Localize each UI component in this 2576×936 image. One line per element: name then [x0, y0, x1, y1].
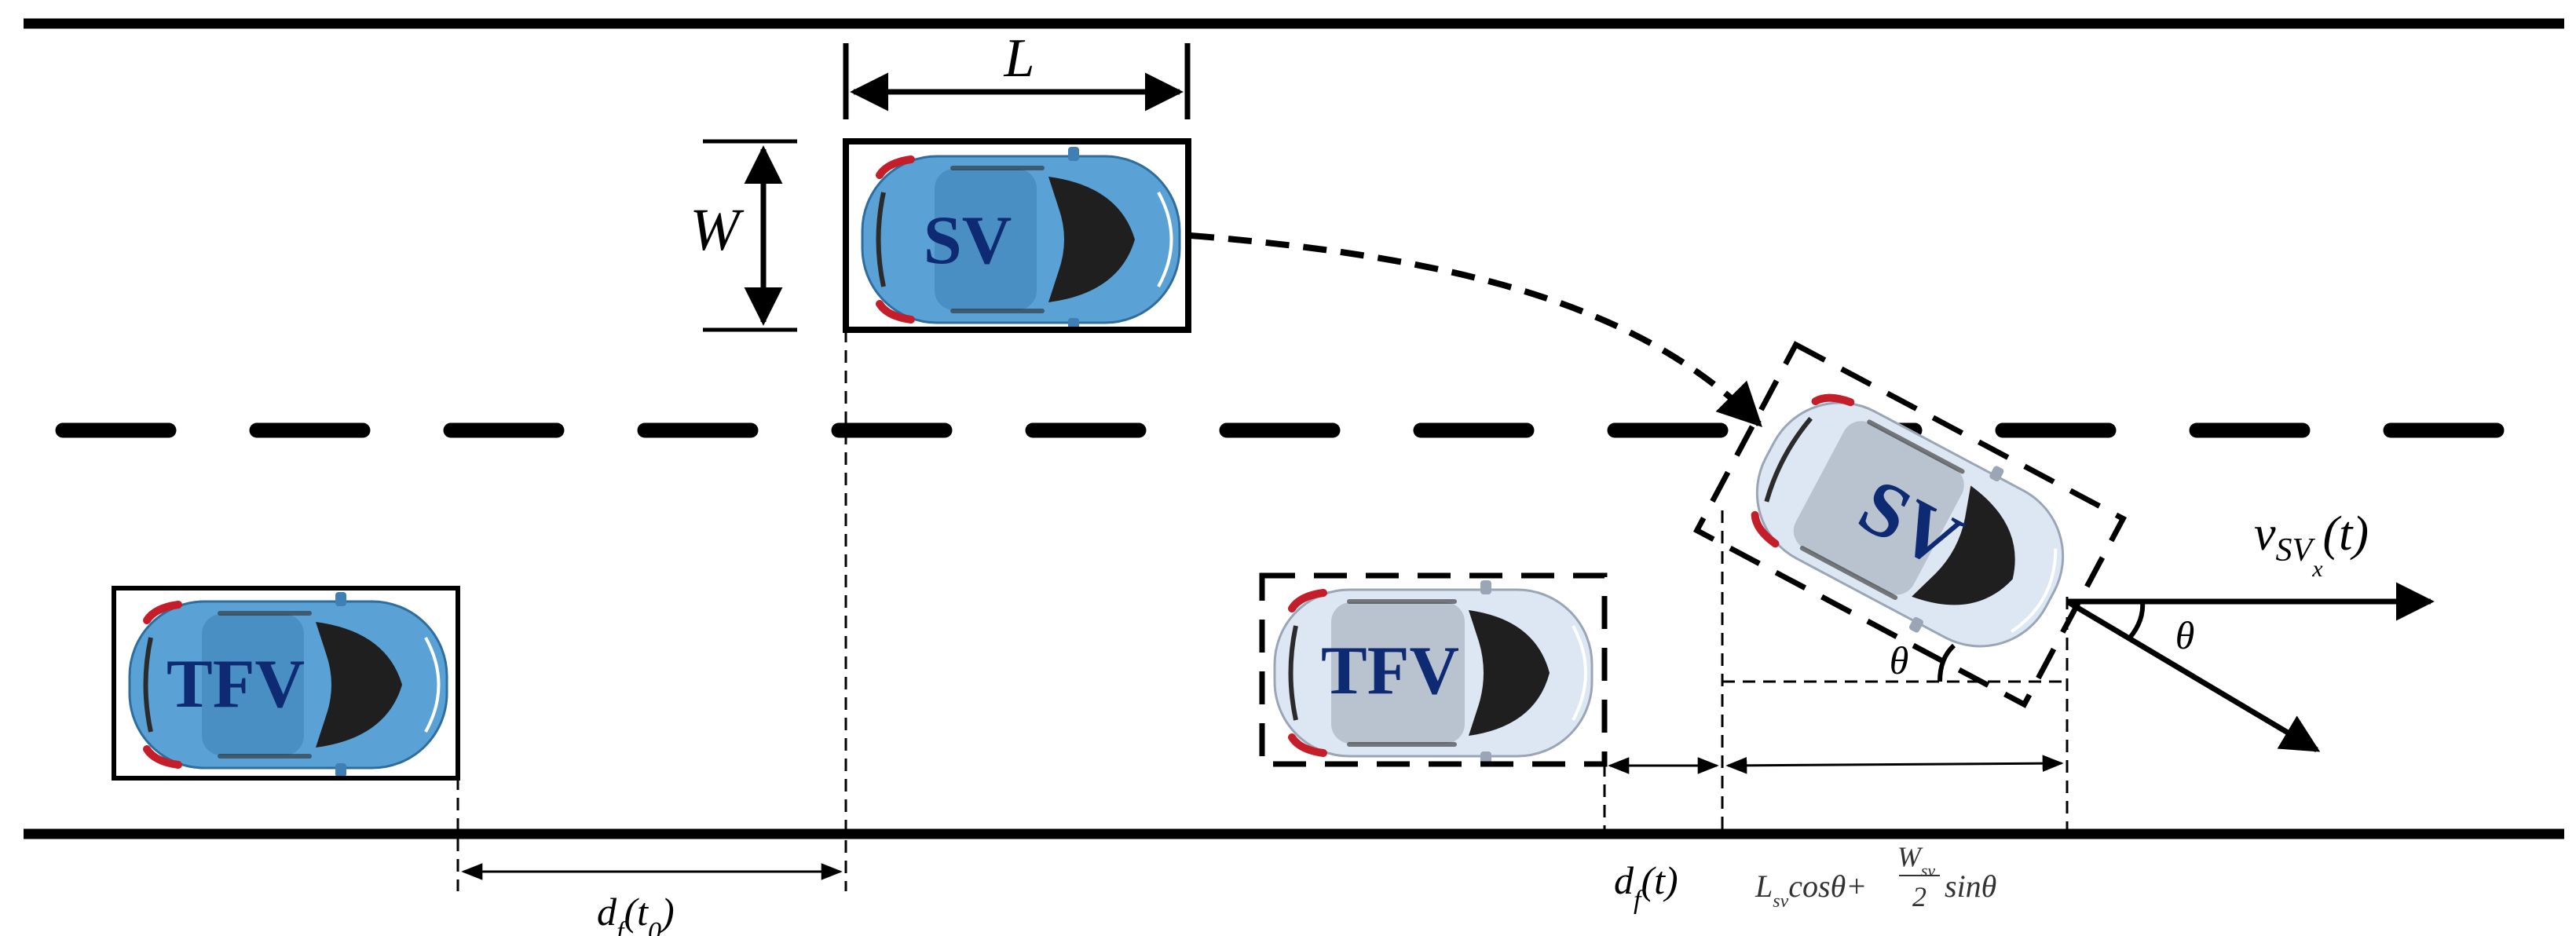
projection-formula-numerator: Wsv: [1897, 841, 1936, 880]
theta-upper-label: θ: [2175, 613, 2195, 657]
tfv-start-bounding-box: [112, 586, 460, 781]
sv-start-label: SV: [924, 203, 1012, 279]
sv-end-bounding-box: [1692, 341, 2128, 708]
sv-projection-dimension: Lsvcosθ+ Wsv 2 sinθ: [1725, 755, 2064, 912]
sv-start-vehicle: SV: [843, 138, 1191, 333]
heading-arrow: [2066, 598, 2321, 753]
heading-angle-arc: [2128, 601, 2146, 639]
projection-formula-denominator: 2: [1912, 881, 1927, 912]
sv-end-vehicle: SV: [1692, 341, 2128, 708]
tfv-end-vehicle: TFV: [1259, 572, 1608, 767]
tfv-end-bounding-box: [1259, 572, 1608, 767]
sv-start-bounding-box: [843, 138, 1191, 333]
gap-t-label: df(t): [1614, 858, 1678, 915]
tfv-start-vehicle: TFV: [112, 586, 460, 781]
heading-angle-lower: θ: [1890, 638, 1956, 682]
sv-trajectory-arrow: [1190, 232, 1762, 427]
projection-formula-left: Lsvcosθ+: [1755, 868, 1867, 912]
projection-formula-right: sinθ: [1945, 868, 1996, 904]
width-dimension: W: [690, 139, 797, 332]
gap-t0-label: df(t0): [597, 890, 675, 936]
length-dimension: L: [843, 28, 1191, 119]
theta-lower-label: θ: [1890, 638, 1909, 682]
velocity-arrows: θ vSVx(t): [2066, 507, 2435, 753]
width-label: W: [690, 197, 745, 263]
length-label: L: [1004, 28, 1035, 89]
gap-t-dimension: df(t): [1608, 757, 1719, 915]
tfv-start-label: TFV: [166, 646, 305, 722]
velocity-label: vSVx(t): [2254, 507, 2369, 582]
tfv-end-label: TFV: [1321, 633, 1459, 709]
gap-t0-dimension: df(t0): [461, 863, 843, 936]
